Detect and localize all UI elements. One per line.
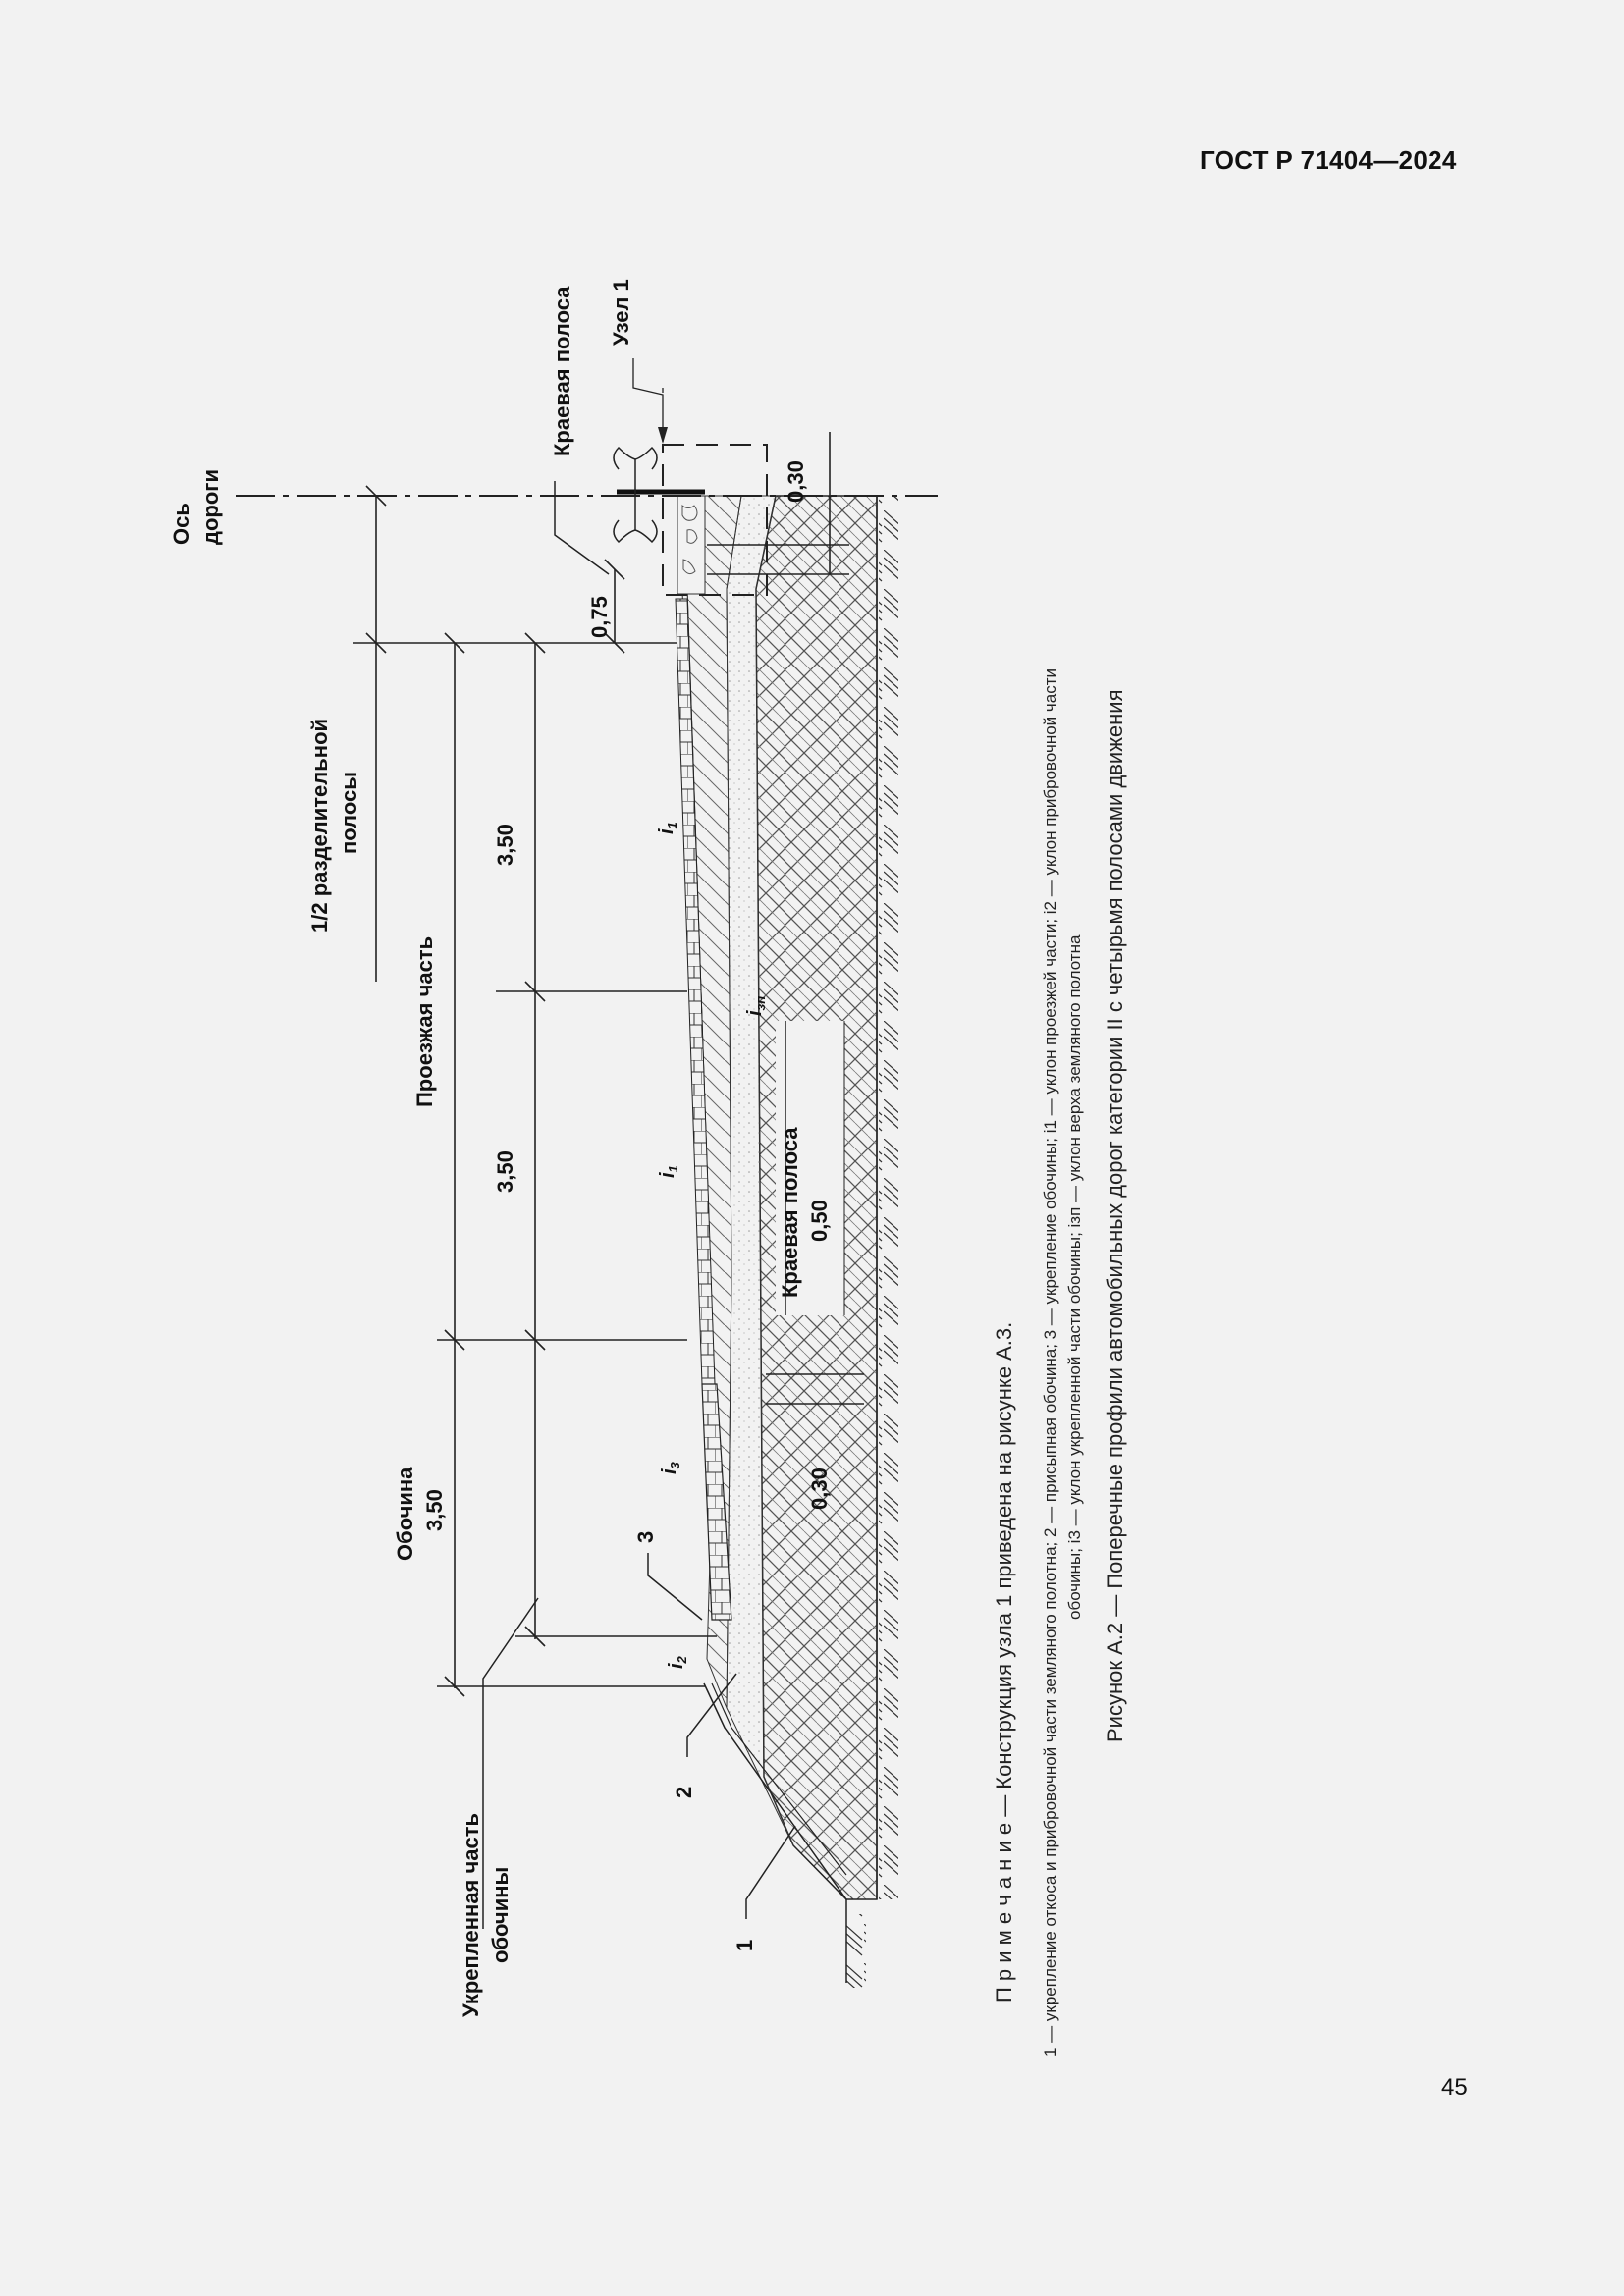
slope-i2: i2 bbox=[666, 1655, 689, 1669]
dim-0-30-top: 0,30 bbox=[784, 460, 808, 503]
half-median-label-1: 1/2 разделительной bbox=[307, 719, 332, 933]
node-1-label: Узел 1 bbox=[609, 279, 633, 346]
dim-0-30-bottom: 0,30 bbox=[807, 1468, 832, 1510]
callout-1: 1 bbox=[732, 1940, 757, 1951]
edge-strip-label-mid-2: 0,50 bbox=[807, 1200, 832, 1242]
slope-i1-b: i1 bbox=[657, 1165, 680, 1178]
node-1-frame bbox=[662, 444, 768, 596]
callout-2: 2 bbox=[672, 1787, 696, 1798]
pavement-layers bbox=[675, 495, 732, 1621]
edge-strip-label-mid-1: Краевая полоса bbox=[778, 1127, 802, 1298]
dim-lane-2: 3,50 bbox=[493, 1150, 517, 1193]
reinforced-shoulder-label-1: Укрепленная часть bbox=[459, 1813, 483, 2017]
dimension-lines bbox=[353, 432, 864, 1697]
figure-notes: П р и м е ч а н и е — Конструкция узла 1… bbox=[992, 668, 1127, 2056]
slope-izp: iзп bbox=[744, 996, 768, 1016]
leader-lines bbox=[482, 481, 796, 1929]
subgrade-layer bbox=[755, 495, 878, 1900]
edge-strip-label-top: Краевая полоса bbox=[550, 286, 574, 456]
legend-line-1: 1 — укрепление откоса и прибровочной час… bbox=[1041, 668, 1059, 2056]
drawing-labels: Ось дороги Краевая полоса Узел 1 1/2 раз… bbox=[169, 279, 832, 2017]
shoulder-label-2: 3,50 bbox=[422, 1489, 447, 1531]
figure-caption: Рисунок А.2 — Поперечные профили автомоб… bbox=[1103, 690, 1127, 1743]
callout-3: 3 bbox=[633, 1531, 658, 1543]
road-axis-label-1: Ось bbox=[169, 503, 193, 545]
dim-lane-1: 3,50 bbox=[493, 824, 517, 866]
page-number: 45 bbox=[1441, 2074, 1468, 2101]
road-axis-label-2: дороги bbox=[198, 469, 223, 545]
half-median-label-2: полосы bbox=[337, 772, 361, 854]
slope-i1-a: i1 bbox=[656, 822, 679, 834]
slope-i3: i3 bbox=[659, 1461, 682, 1474]
carriageway-label: Проезжая часть bbox=[412, 936, 437, 1107]
reinforced-shoulder-label-2: обочины bbox=[488, 1867, 513, 1963]
standard-header: ГОСТ Р 71404—2024 bbox=[1200, 145, 1457, 175]
shoulder-label-1: Обочина bbox=[393, 1467, 417, 1561]
barrier-symbol-icon bbox=[613, 446, 658, 544]
note-line: П р и м е ч а н и е — Конструкция узла 1… bbox=[992, 1322, 1016, 2002]
dim-0-75: 0,75 bbox=[587, 596, 612, 638]
legend-line-2: обочины; i3 — уклон укрепленной части об… bbox=[1065, 934, 1084, 1620]
